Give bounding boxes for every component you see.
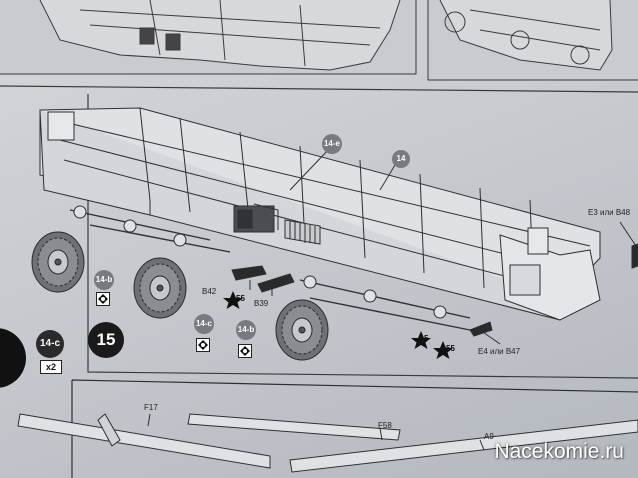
glue-icon-3	[238, 344, 252, 358]
binding-hole	[0, 328, 26, 388]
previous-step-panel	[0, 0, 638, 81]
step-number: 15	[88, 322, 124, 358]
watermark: Nacekomie.ru	[494, 440, 624, 463]
part-ref-badge: 14-c	[36, 330, 64, 358]
callout-wheel-b: 14-c	[194, 314, 214, 334]
part-label-f58: F58	[378, 421, 392, 430]
callout-wheel-a: 14-b	[94, 270, 114, 290]
part-label-b39: B39	[254, 299, 269, 308]
wheel-3	[275, 299, 329, 361]
paint-star-1: 55	[222, 290, 245, 310]
callout-main-part: 14	[392, 150, 410, 168]
glue-icon-1	[96, 292, 110, 306]
part-label-b42: B42	[202, 287, 217, 296]
part-label-a9: A9	[484, 432, 494, 441]
callout-wheel-c: 14-b	[236, 320, 256, 340]
wheels	[31, 231, 329, 361]
wheel-2	[133, 257, 187, 319]
quantity-box: x2	[40, 360, 62, 374]
paint-star-2: 5	[410, 330, 432, 350]
launcher-chassis	[39, 107, 638, 345]
callout-cab-part: 14-e	[322, 134, 342, 154]
part-label-f17: F17	[144, 403, 158, 412]
part-label-e4-b47: E4 или B47	[478, 347, 521, 356]
glue-icon-2	[196, 338, 210, 352]
part-label-e3-b48: E3 или B48	[588, 208, 631, 217]
next-step-panel	[17, 379, 638, 478]
wheel-1	[31, 231, 85, 293]
paint-star-3: 55	[432, 340, 455, 360]
